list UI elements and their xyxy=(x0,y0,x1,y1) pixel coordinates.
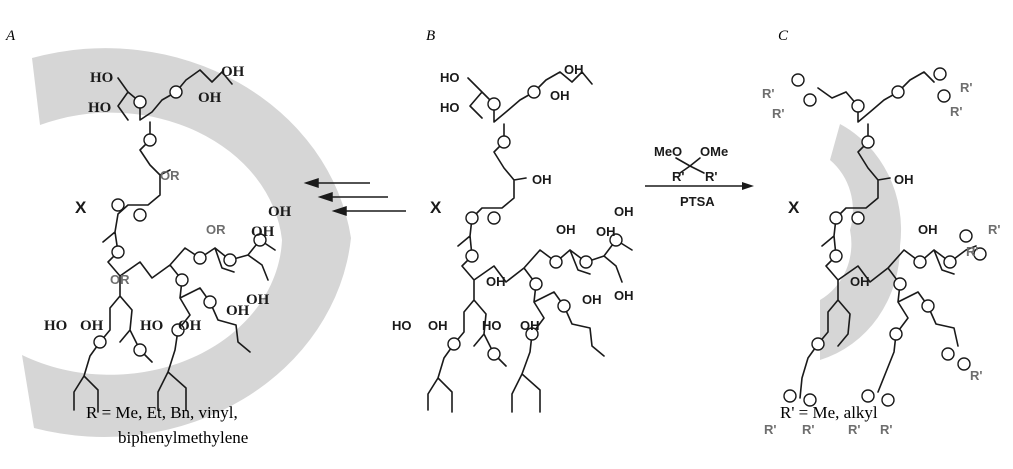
label: R' xyxy=(960,80,972,95)
panel-b-bonds xyxy=(427,71,633,413)
panel-b-labels: HO HO OH OH OH X OH OH OH OH OH OH HO OH… xyxy=(392,62,634,333)
reagent-ome: OMe xyxy=(700,144,728,159)
label: R' xyxy=(764,422,776,437)
reagent-bonds xyxy=(675,157,705,174)
label: HO xyxy=(90,70,113,86)
label: HO xyxy=(44,318,67,334)
label: HO xyxy=(440,100,460,115)
panel-a-crescent xyxy=(22,48,351,437)
panel-c-oxygen-nodes xyxy=(811,85,957,351)
label: R' xyxy=(772,106,784,121)
reagent-structure: MeO OMe R' R' PTSA xyxy=(654,144,728,209)
panel-a: A HO HO OH OH X OH OH HO OH HO OH OH xyxy=(5,28,351,447)
reagent-r2: R' xyxy=(705,169,717,184)
label: OH xyxy=(178,318,202,334)
panel-a-r-groups: OR OR OR xyxy=(110,168,226,287)
label: OH xyxy=(520,318,540,333)
label: OH xyxy=(268,204,292,220)
label: OH xyxy=(486,274,506,289)
label: OH xyxy=(918,222,938,237)
label: OH xyxy=(80,318,104,334)
panel-c-acetonide-rings xyxy=(783,67,987,407)
panel-c-crescent xyxy=(820,124,902,360)
multi-step-arrows xyxy=(303,177,406,217)
panel-a-oxygen-nodes xyxy=(93,85,267,357)
panel-a-labels: HO HO OH OH X OH OH HO OH HO OH OH OH xyxy=(44,64,292,334)
label: R' xyxy=(848,422,860,437)
label: HO xyxy=(482,318,502,333)
panel-c-labels: X OH OH OH xyxy=(788,172,938,289)
panel-a-letter: A xyxy=(5,28,16,44)
label: HO xyxy=(392,318,412,333)
label: OH xyxy=(614,288,634,303)
core-x: X xyxy=(788,198,800,217)
label: HO xyxy=(88,100,111,116)
label: R' xyxy=(802,422,814,437)
label: OH xyxy=(550,88,570,103)
label: R' xyxy=(762,86,774,101)
panel-a-caption-line2: biphenylmethylene xyxy=(118,428,248,447)
label: OR xyxy=(206,222,226,237)
panel-c-caption: R' = Me, alkyl xyxy=(780,403,878,422)
label: R' xyxy=(970,368,982,383)
label: OH xyxy=(221,64,245,80)
core-x: X xyxy=(75,198,87,217)
panel-a-caption-line1: R = Me, Et, Bn, vinyl, xyxy=(86,403,238,422)
label: OH xyxy=(226,303,250,319)
label: R' xyxy=(880,422,892,437)
label: OR xyxy=(160,168,180,183)
reaction-arrow: MeO OMe R' R' PTSA xyxy=(645,144,754,209)
label: OH xyxy=(532,172,552,187)
panel-a-bonds xyxy=(73,69,276,413)
label: R' xyxy=(966,244,978,259)
label: OH xyxy=(614,204,634,219)
panel-c-bonds xyxy=(799,71,977,399)
label: HO xyxy=(440,70,460,85)
label: OH xyxy=(596,224,616,239)
label: R' xyxy=(988,222,1000,237)
label: OH xyxy=(850,274,870,289)
label: HO xyxy=(140,318,163,334)
label: OH xyxy=(564,62,584,77)
label: OH xyxy=(582,292,602,307)
panel-c: C X OH OH OH R' R' R' xyxy=(762,28,1000,437)
label: OR xyxy=(110,272,130,287)
panel-c-r-groups: R' R' R' R' R' R' R' R' R' R' R' xyxy=(762,80,1000,437)
reagent-meo: MeO xyxy=(654,144,682,159)
panel-b-letter: B xyxy=(426,28,435,44)
panel-c-letter: C xyxy=(778,28,789,44)
panel-b: B HO HO OH OH OH X OH OH OH OH OH OH HO … xyxy=(392,28,634,413)
reagent-catalyst: PTSA xyxy=(680,194,715,209)
label: OH xyxy=(246,292,270,308)
label: OH xyxy=(556,222,576,237)
label: OH xyxy=(251,224,275,240)
label: OH xyxy=(198,90,222,106)
panel-b-oxygen-nodes xyxy=(447,85,623,361)
label: OH xyxy=(894,172,914,187)
core-x: X xyxy=(430,198,442,217)
label: R' xyxy=(950,104,962,119)
label: OH xyxy=(428,318,448,333)
